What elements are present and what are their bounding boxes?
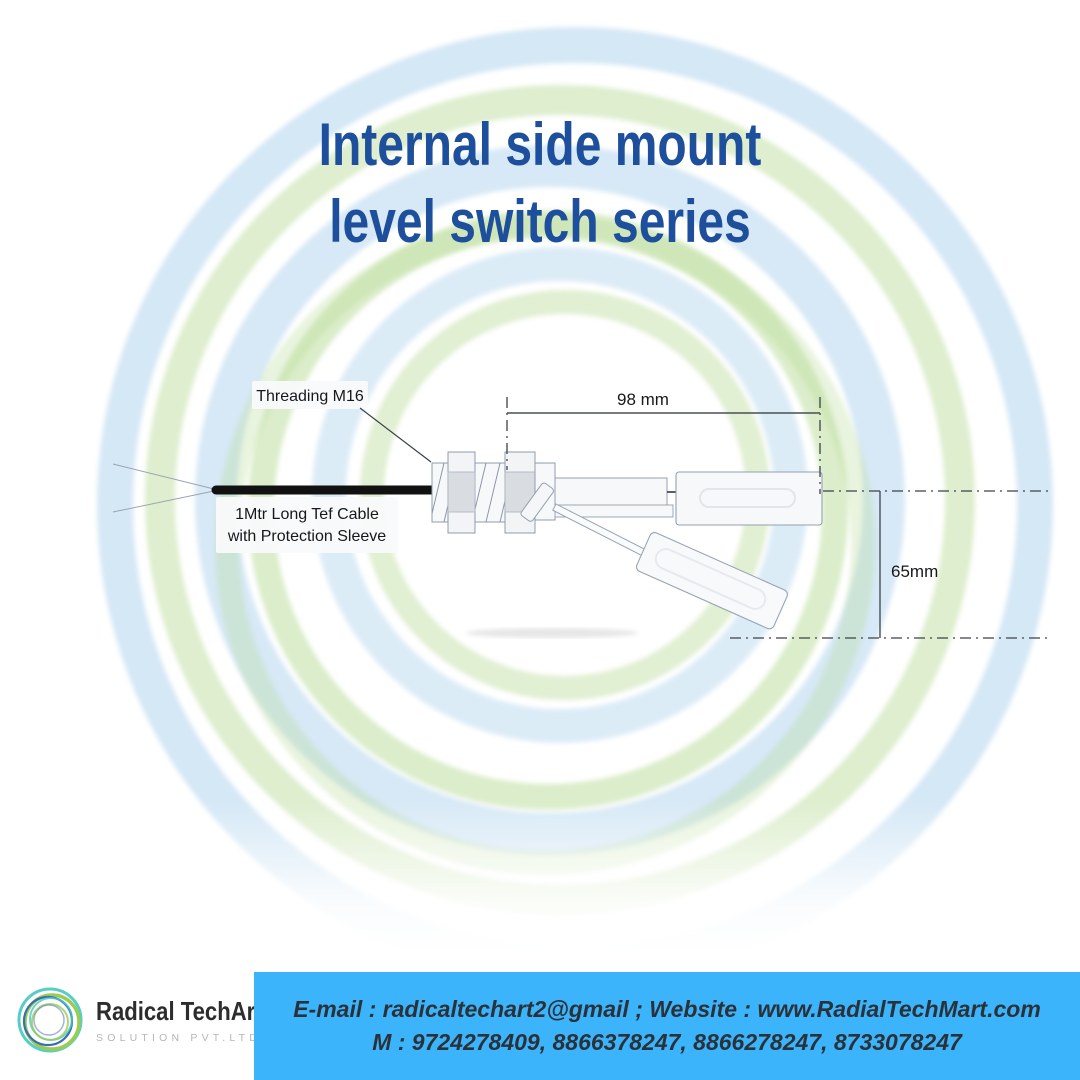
float-body [675, 471, 823, 526]
threading-label-text: Threading M16 [256, 388, 364, 405]
cable-label-line1: 1Mtr Long Tef Cable [235, 506, 379, 523]
float-shadow [466, 628, 638, 638]
label-threading: Threading M16 [252, 381, 432, 463]
level-switch-diagram: 98 mm 65mm Threading M16 1Mtr Long Tef C… [112, 381, 1048, 639]
contact-bar: E-mail : radicaltechart2@gmail ; Website… [254, 972, 1080, 1080]
contact-email-website: E-mail : radicaltechart2@gmail ; Website… [293, 996, 1041, 1022]
dimension-98mm-label: 98 mm [617, 390, 669, 409]
dimension-65mm-label: 65mm [891, 562, 938, 581]
cable-label-line2: with Protection Sleeve [227, 528, 386, 545]
title-line-2: level switch series [329, 188, 751, 255]
dimension-98mm: 98 mm [506, 390, 821, 494]
leader-line [359, 407, 432, 463]
stem-tube [554, 477, 668, 508]
footer: Radical TechArt SOLUTION PVT.LTD. E-mail… [0, 960, 1080, 1080]
contact-phones: M : 9724278409, 8866378247, 8866278247, … [372, 1029, 962, 1055]
title-line-1: Internal side mount [318, 111, 762, 178]
float-angled [635, 532, 788, 630]
cable-break-lines [112, 463, 215, 513]
background-fade [0, 800, 1080, 980]
pivot-bracket [520, 482, 554, 522]
logo-rings-icon [17, 987, 83, 1053]
label-cable: 1Mtr Long Tef Cable with Protection Slee… [216, 497, 398, 553]
company-logo: Radical TechArt SOLUTION PVT.LTD. [14, 982, 292, 1058]
company-name: Radical TechArt [96, 995, 263, 1026]
hex-nut-1 [447, 451, 476, 534]
company-subtitle: SOLUTION PVT.LTD. [96, 1031, 269, 1044]
dimension-65mm: 65mm [730, 490, 1048, 639]
logo-text: Radical TechArt SOLUTION PVT.LTD. [96, 997, 292, 1044]
page-title: Internal side mount level switch series [0, 106, 1080, 260]
